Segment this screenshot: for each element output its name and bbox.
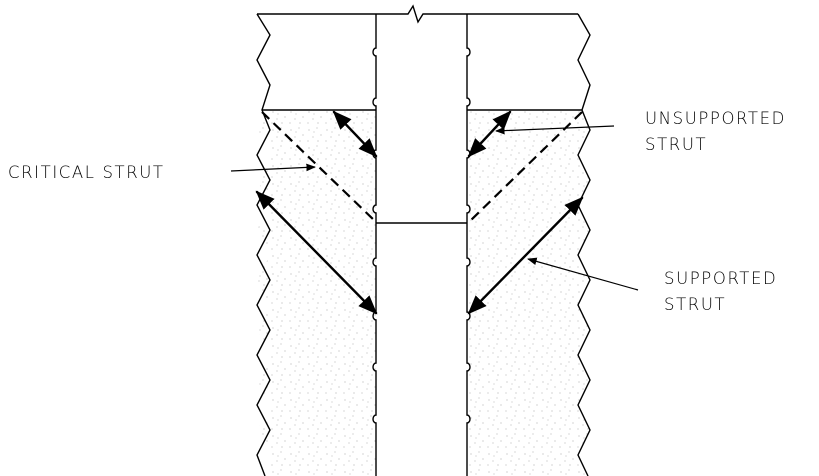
left-unsupported-strut [332, 110, 378, 158]
critical-strut-label: CRITICAL STRUT [8, 163, 165, 182]
right-soil-boundary [577, 13, 591, 476]
unsupported-label-line2: STRUT [645, 135, 707, 154]
left-supported-strut [255, 190, 378, 315]
supported-strut-leader [527, 257, 639, 291]
supported-label-line1: SUPPORTED [664, 269, 777, 288]
right-supported-strut [467, 196, 584, 315]
left-concrete-fill [257, 110, 376, 476]
right-concrete-fill [467, 110, 590, 476]
right-shaft-line [466, 14, 471, 476]
unsupported-label-line1: UNSUPPORTED [645, 109, 786, 128]
critical-strut-leader [230, 163, 316, 172]
unsupported-strut-leader [495, 125, 615, 135]
top-break-line [257, 4, 578, 24]
supported-label-line2: STRUT [664, 295, 726, 314]
right-unsupported-strut [467, 110, 512, 158]
